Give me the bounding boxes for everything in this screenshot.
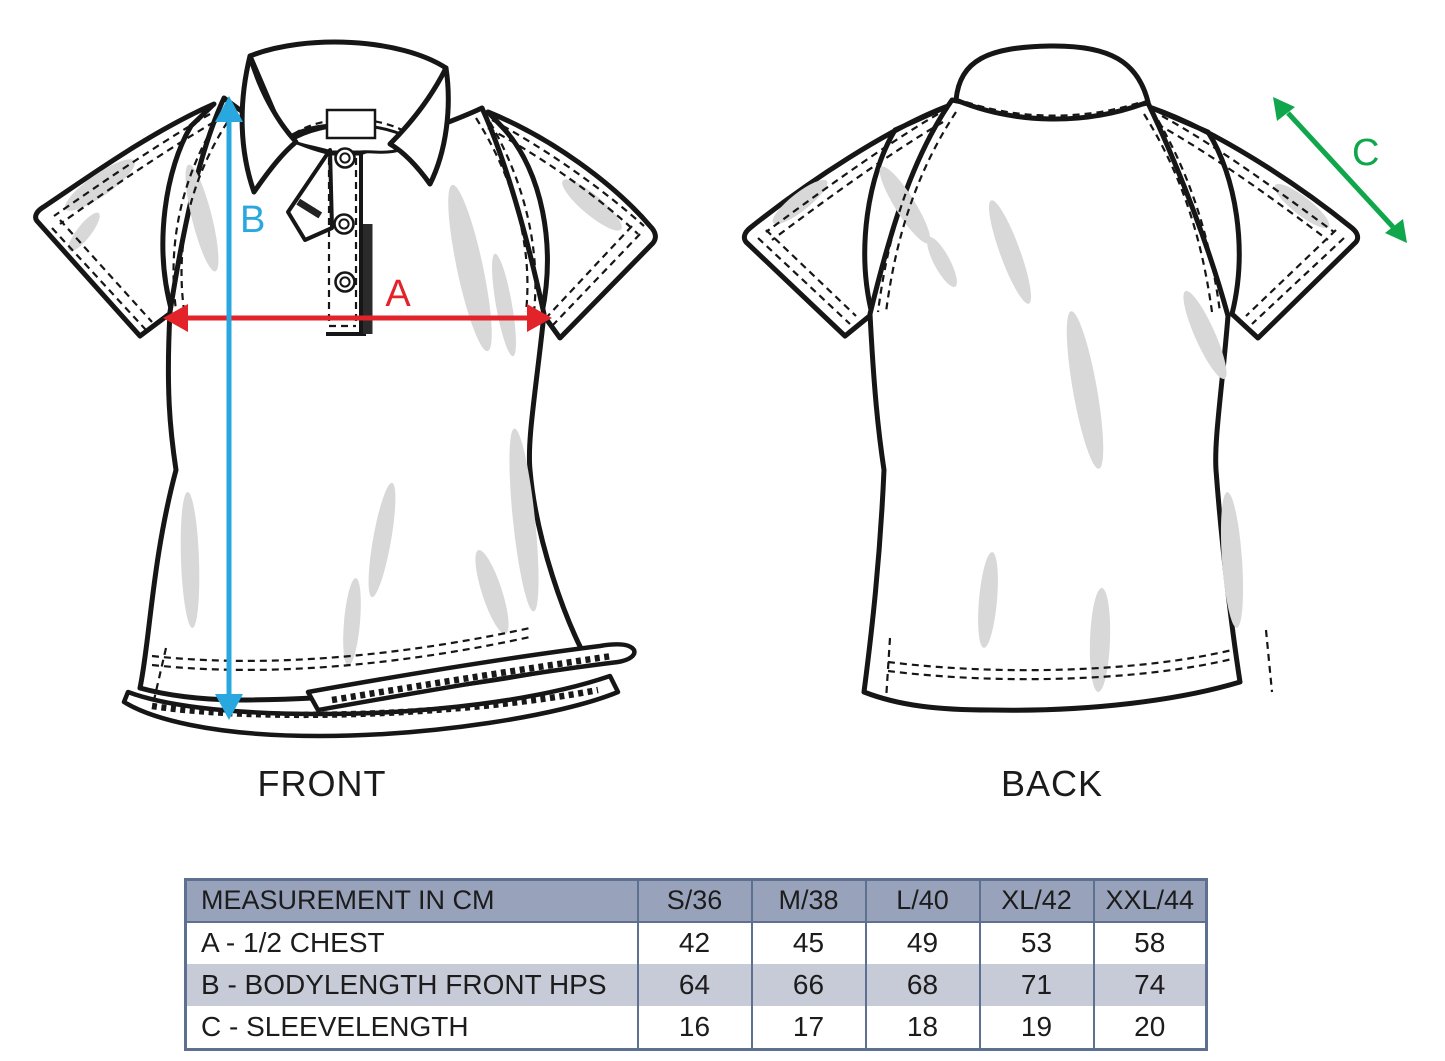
front-collar	[239, 39, 451, 195]
table-cell: 71	[978, 963, 1095, 1006]
table-header-row: MEASUREMENT IN CM S/36 M/38 L/40 XL/42 X…	[184, 879, 1208, 923]
arrowhead-upleft	[1273, 97, 1295, 121]
table-cell: 58	[1092, 921, 1208, 964]
table-header-size-s: S/36	[636, 879, 753, 923]
front-right-sleeve	[485, 109, 658, 341]
back-view-label: BACK	[1001, 763, 1103, 804]
table-row-chest: A - 1/2 CHEST 42 45 49 53 58	[184, 921, 1208, 964]
front-placket	[286, 147, 373, 336]
placket-button	[333, 213, 355, 235]
back-left-sleeve	[741, 103, 951, 339]
arrow-label-c: C	[1352, 132, 1379, 174]
table-cell: 18	[864, 1005, 981, 1050]
row-label: B - BODYLENGTH FRONT HPS	[184, 963, 639, 1006]
table-cell: 42	[636, 921, 753, 964]
table-cell: 19	[978, 1005, 1095, 1050]
arrowhead-down	[215, 694, 243, 720]
table-cell: 64	[636, 963, 753, 1006]
table-row-sleevelength: C - SLEEVELENGTH 16 17 18 19 20	[184, 1005, 1208, 1050]
row-label: C - SLEEVELENGTH	[184, 1005, 639, 1050]
front-hem-flap-stitching	[331, 652, 613, 704]
front-left-sleeve	[33, 101, 217, 339]
arrowhead-right	[527, 304, 552, 332]
front-shading	[65, 159, 622, 666]
neck-label	[325, 108, 377, 140]
placket-dark-strip	[363, 224, 373, 334]
back-collar	[953, 43, 1151, 122]
table-cell: 17	[750, 1005, 867, 1050]
table-row-bodylength: B - BODYLENGTH FRONT HPS 64 66 68 71 74	[184, 963, 1208, 1006]
table-cell: 20	[1092, 1005, 1208, 1050]
placket-flap	[286, 148, 334, 242]
arrow-label-a: A	[385, 273, 411, 315]
front-view-label: FRONT	[258, 763, 387, 804]
back-view-illustration	[741, 43, 1361, 713]
arrowhead-downright	[1385, 219, 1407, 243]
chest-width-arrow: A	[163, 273, 552, 332]
table-cell: 53	[978, 921, 1095, 964]
back-collar-stitch	[965, 100, 1139, 117]
table-cell: 66	[750, 963, 867, 1006]
table-header-size-xl: XL/42	[978, 879, 1095, 923]
garment-diagram: A B C FRONT BACK	[33, 39, 1407, 804]
front-hem-stitching	[151, 686, 599, 719]
table-header-size-l: L/40	[864, 879, 981, 923]
body-length-arrow: B	[215, 96, 265, 720]
table-cell: 45	[750, 921, 867, 964]
placket-stitching	[327, 158, 358, 328]
front-collar-point-left	[239, 53, 299, 195]
back-right-sleeve	[1149, 105, 1361, 341]
placket-button	[334, 271, 356, 293]
placket-flap-buttonhole	[296, 198, 323, 219]
front-seams	[51, 105, 645, 701]
measurement-table: MEASUREMENT IN CM S/36 M/38 L/40 XL/42 X…	[184, 878, 1208, 1051]
sleeve-length-arrow: C	[1273, 97, 1407, 243]
arrowhead-left	[163, 304, 188, 332]
table-header-size-xxl: XXL/44	[1092, 879, 1208, 923]
back-body	[861, 97, 1243, 713]
row-label: A - 1/2 CHEST	[184, 921, 639, 964]
front-view-illustration	[33, 39, 658, 739]
back-shading	[772, 166, 1330, 692]
table-cell: 49	[864, 921, 981, 964]
placket-button	[334, 147, 356, 169]
table-cell: 68	[864, 963, 981, 1006]
front-collar-point-right	[387, 65, 451, 187]
table-header-size-m: M/38	[750, 879, 867, 923]
table-header-measurement: MEASUREMENT IN CM	[184, 879, 639, 923]
arrowhead-up	[215, 96, 243, 122]
arrow-label-b: B	[240, 199, 265, 241]
placket-edge	[326, 153, 366, 336]
back-seams	[757, 107, 1345, 701]
table-cell: 16	[636, 1005, 753, 1050]
back-collar-band	[953, 43, 1151, 122]
table-cell: 74	[1092, 963, 1208, 1006]
